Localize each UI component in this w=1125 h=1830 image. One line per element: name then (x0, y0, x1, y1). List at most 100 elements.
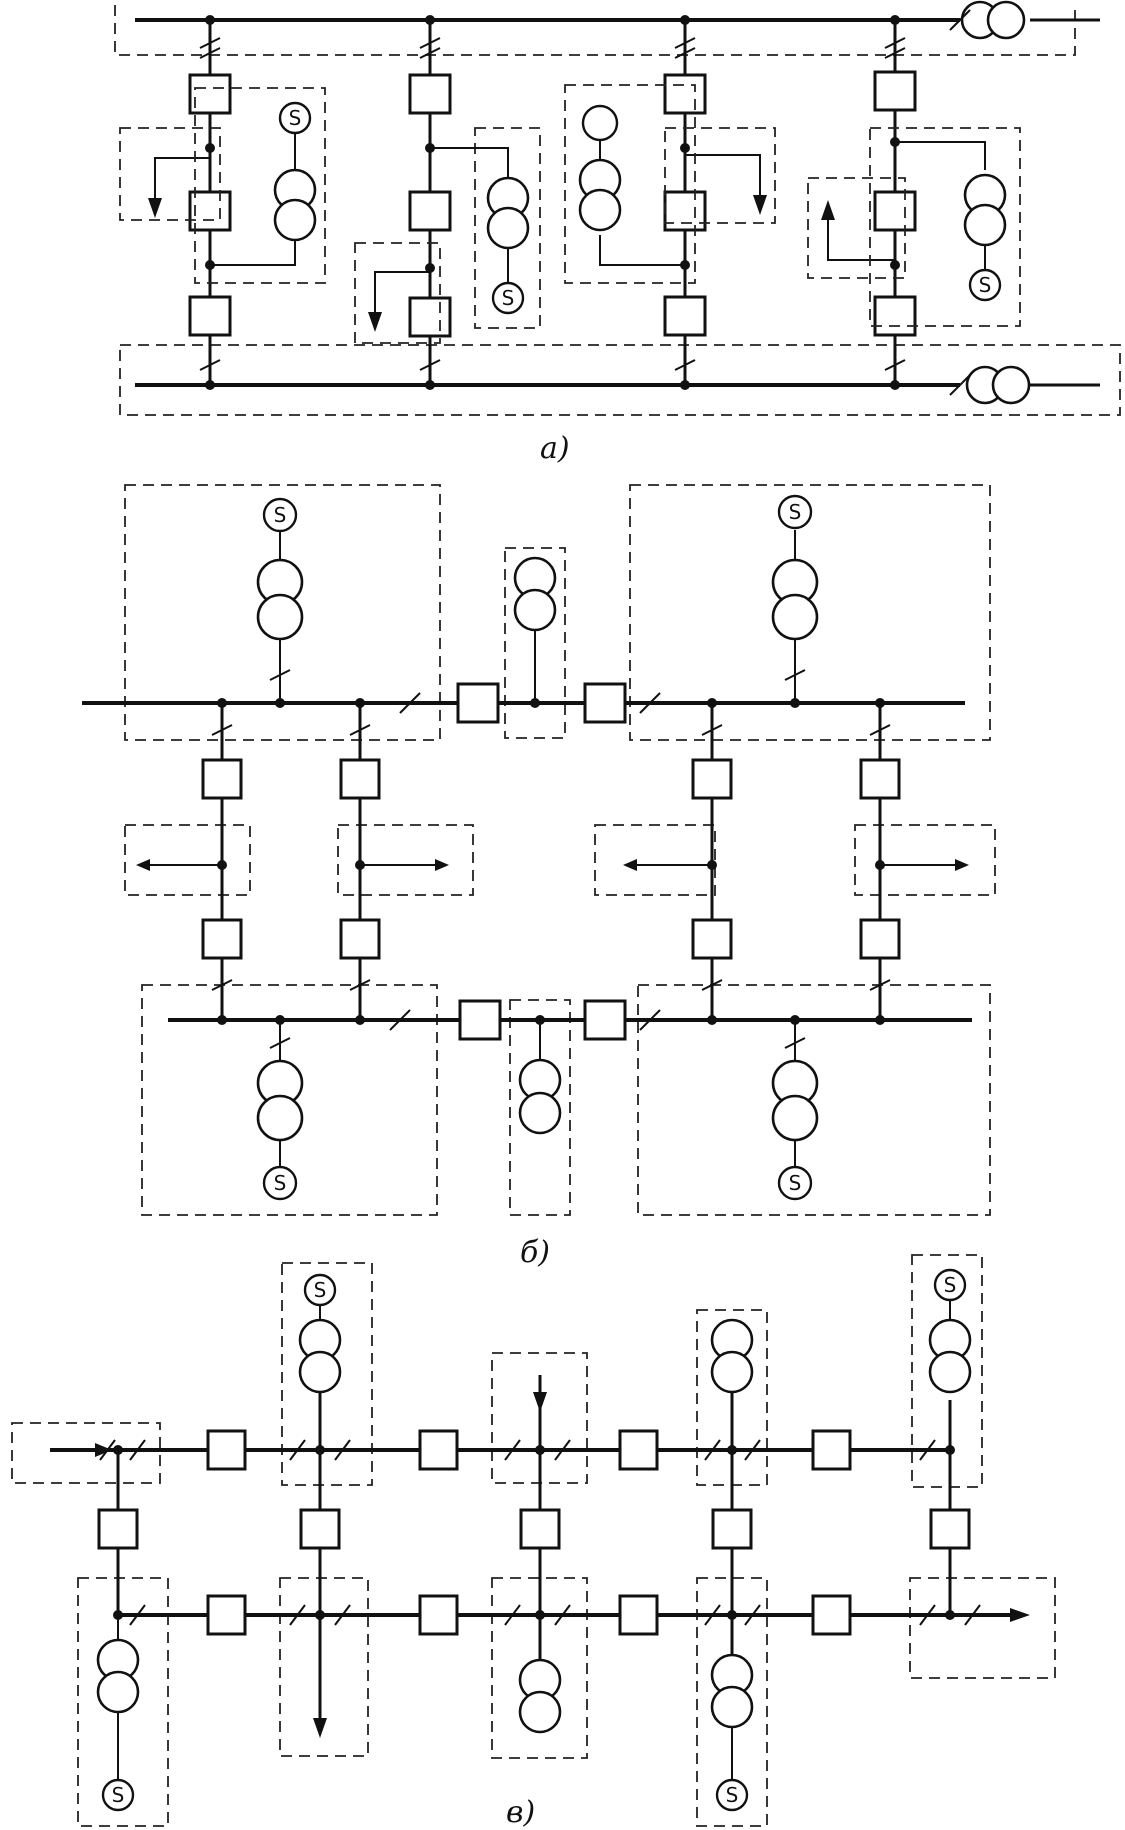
breaker-icon (811, 1429, 852, 1471)
generator-icon: S (777, 1165, 813, 1201)
breaker-icon (408, 190, 452, 232)
generator-unit: S (771, 1015, 819, 1201)
load-zone (119, 127, 221, 221)
station-zone (141, 984, 438, 1216)
breaker-icon (206, 1594, 247, 1636)
breaker-icon (859, 918, 901, 960)
transformer-icon (710, 1653, 754, 1729)
breaker-icon (711, 1508, 753, 1550)
breaker-icon (188, 295, 232, 337)
load-zone (124, 824, 251, 896)
transformer-icon (710, 1318, 754, 1394)
breaker-icon (873, 190, 917, 232)
arrow-icon (955, 859, 969, 871)
svg-text:S: S (789, 500, 802, 524)
transformer-unit (710, 1318, 754, 1394)
tie-chain (623, 698, 733, 1025)
generator-icon: S (715, 1778, 749, 1812)
transformer-icon (513, 556, 557, 632)
generator-icon: S (101, 1778, 135, 1812)
load-zone (337, 824, 474, 896)
diagram-v: S S S S (11, 1254, 1056, 1830)
arrow-icon (753, 195, 767, 215)
arrow-icon (1010, 1608, 1030, 1622)
diagram-a: S S (114, 0, 1121, 466)
breaker-icon (691, 758, 733, 800)
generator-icon: S (262, 1165, 298, 1201)
generator-icon: S (933, 1268, 967, 1302)
breaker-icon (691, 918, 733, 960)
load-zone (279, 1577, 369, 1757)
svg-text:S: S (979, 273, 992, 297)
svg-text:S: S (502, 286, 515, 310)
tie-chain (339, 698, 449, 1025)
transformer-icon (963, 173, 1007, 247)
arrow-icon (821, 200, 835, 220)
chain-4: S (807, 15, 1021, 390)
breaker-icon (299, 1508, 341, 1550)
generator-zone (911, 1254, 983, 1488)
generator-unit: S (771, 494, 819, 708)
breaker-icon (583, 999, 627, 1041)
generator-unit: S (256, 497, 304, 708)
breaker-icon (201, 758, 243, 800)
generator-zone (869, 127, 1021, 327)
transformer-icon (273, 168, 317, 242)
load-zone (594, 824, 716, 896)
breaker-icon (201, 918, 243, 960)
generator-icon: S (491, 281, 525, 315)
top-bus-zone (114, 5, 1076, 56)
slash-marks (199, 9, 971, 396)
arrow-icon (313, 1718, 327, 1738)
generator-icon: S (303, 1273, 337, 1307)
generator-unit: S (256, 1015, 304, 1201)
transformer-unit (518, 1015, 562, 1135)
breaker-icon (519, 1508, 561, 1550)
chain-1: S (119, 15, 326, 390)
chain-3 (564, 15, 776, 390)
caption-a: а) (540, 431, 570, 466)
vertical-link (711, 1390, 753, 1655)
transformer-icon (960, 0, 1026, 40)
breaker-icon (188, 190, 232, 232)
vertical-link (97, 1445, 139, 1620)
transformer-icon (578, 158, 622, 232)
diagram-b: S S S S (82, 484, 996, 1270)
transformer-unit (513, 556, 557, 708)
tie-chain (136, 698, 243, 1025)
vertical-link (299, 1385, 341, 1738)
breaker-icon (339, 758, 381, 800)
breaker-icon (458, 999, 502, 1041)
svg-text:S: S (274, 503, 287, 527)
breaker-icon (929, 1508, 971, 1550)
load-zone (11, 1422, 161, 1484)
svg-text:S: S (726, 1783, 739, 1807)
breaker-icon (618, 1429, 659, 1471)
generator-unit: S (928, 1268, 972, 1394)
generator-icon (581, 104, 619, 142)
transformer-icon (965, 365, 1031, 405)
caption-b: б) (520, 1235, 550, 1270)
transformer-icon (256, 558, 304, 641)
breaker-icon (583, 682, 627, 724)
breaker-icon (873, 295, 917, 337)
transformer-icon (298, 1318, 342, 1394)
generator-unit: S (298, 1273, 342, 1394)
station-zone (124, 484, 441, 741)
vertical-link (929, 1400, 971, 1620)
breaker-icon (97, 1508, 139, 1550)
generator-zone (194, 87, 326, 284)
load-zone (664, 127, 776, 224)
svg-text:S: S (289, 106, 302, 130)
breaker-icon (811, 1594, 852, 1636)
breaker-icon (663, 73, 707, 115)
arrow-icon (368, 312, 382, 332)
breaker-icon (418, 1429, 459, 1471)
breaker-icon (339, 918, 381, 960)
breaker-icon (206, 1429, 247, 1471)
breaker-icon (408, 73, 452, 115)
arrow-icon (136, 859, 150, 871)
svg-text:S: S (112, 1783, 125, 1807)
